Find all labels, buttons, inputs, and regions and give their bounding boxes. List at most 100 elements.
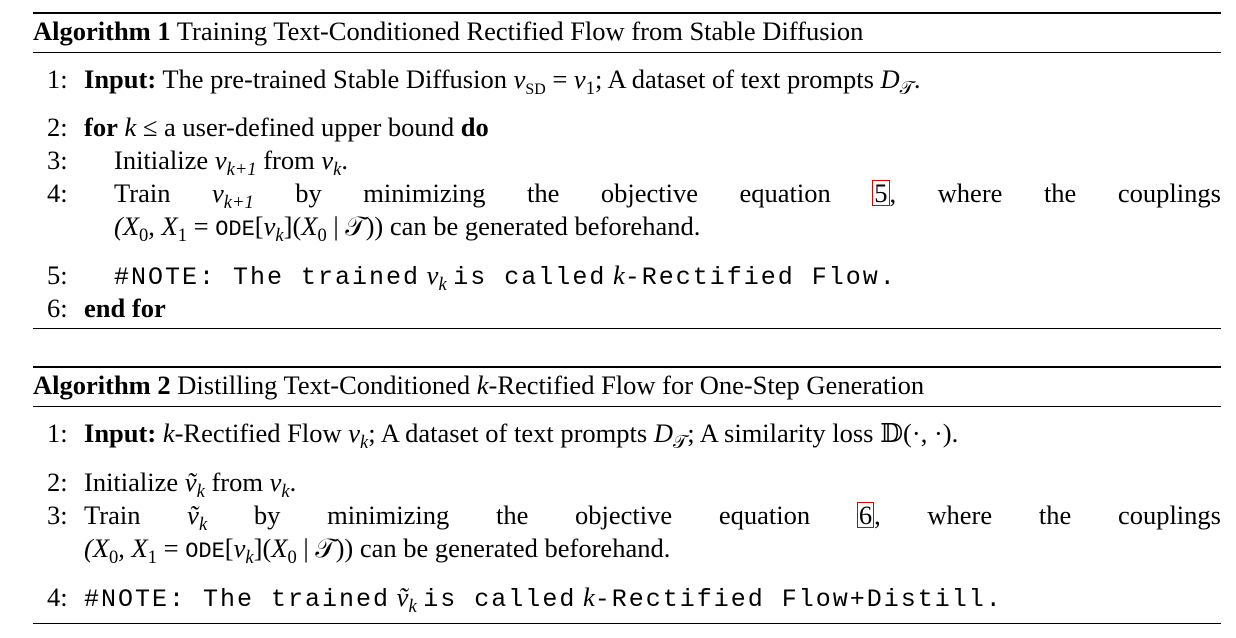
math-sub: 1 — [585, 78, 595, 99]
line-body: #NOTE: The trained vk is called k-Rectif… — [114, 258, 1221, 295]
line-body: Train ṽk by minimizing the objective equ… — [84, 498, 1221, 535]
line-number: 5: — [47, 260, 68, 290]
word: equation — [718, 500, 811, 530]
top-rule — [33, 12, 1221, 14]
math-vtilde: ṽ — [396, 582, 409, 612]
line-text: The pre-trained Stable Diffusion — [162, 64, 507, 94]
line-text: ; A similarity loss — [687, 418, 874, 448]
word: where — [927, 500, 993, 530]
math-sub: k — [438, 274, 447, 295]
note-text: #NOTE: The trained — [84, 585, 391, 614]
line-number: 1: — [47, 418, 68, 448]
caption-text: -Rectified Flow for One-Step Generation — [488, 370, 925, 400]
math-sub: k — [281, 481, 290, 502]
punct: . — [341, 145, 348, 175]
math-v: v — [321, 145, 334, 175]
line-text: Initialize — [114, 145, 209, 175]
caption-text: Distilling Text-Conditioned — [177, 370, 471, 400]
equation-ref-link[interactable]: 6, — [856, 500, 881, 530]
math-v: v — [348, 418, 361, 448]
math-vtilde: ṽ — [184, 467, 197, 497]
equation-ref-link[interactable]: 5, — [872, 178, 897, 208]
punct: . — [913, 64, 921, 94]
line-body: (X0, X1 = ODE[vk](X0 | 𝒯)) can be genera… — [84, 533, 671, 568]
caption-rule — [33, 52, 1221, 53]
line-text: -Rectified Flow — [174, 418, 342, 448]
ref-box[interactable]: 5 — [872, 178, 890, 208]
word: where — [937, 178, 1003, 208]
word: Train — [84, 500, 141, 530]
math-k: k — [162, 418, 175, 448]
line-body: for k ≤ a user-defined upper bound do — [84, 110, 1221, 144]
line-number: 3: — [47, 145, 68, 175]
math-v: v — [214, 145, 227, 175]
caption-rule — [33, 406, 1221, 407]
math-v: v — [269, 467, 282, 497]
line-body: end for — [84, 291, 1221, 325]
bottom-rule — [33, 328, 1221, 329]
note-text: is called — [453, 263, 607, 292]
algorithm-1: Algorithm 1 Training Text-Conditioned Re… — [33, 12, 1221, 332]
caption-label: Algorithm 2 — [33, 370, 171, 400]
word: equation — [739, 178, 831, 208]
line-body: Input: k-Rectified Flow vk; A dataset of… — [84, 416, 1221, 453]
word: couplings — [1117, 178, 1221, 208]
math-k: k — [582, 582, 595, 612]
math-eq: = — [552, 64, 568, 94]
algorithm-2-caption: Algorithm 2 Distilling Text-Conditioned … — [33, 368, 924, 402]
line-text: ; A dataset of text prompts — [594, 64, 874, 94]
line-text: from — [263, 145, 315, 175]
math-vtilde-k: ṽk — [187, 500, 208, 535]
word: the — [495, 500, 529, 530]
keyword-do: do — [460, 112, 489, 142]
math-D: D — [653, 418, 673, 448]
line-number: 3: — [47, 500, 68, 530]
note-text: -Rectified Flow+Distill. — [594, 585, 1003, 614]
line-body: Initialize ṽk from vk. — [84, 465, 1221, 502]
word: couplings — [1117, 500, 1221, 530]
line-number: 4: — [47, 582, 68, 612]
word: the — [1038, 500, 1072, 530]
word: the — [1043, 178, 1077, 208]
ref-box[interactable]: 6 — [856, 500, 875, 530]
line-text: Initialize — [84, 467, 179, 497]
math-sub: k — [408, 596, 417, 617]
justified-line: Train vk+1 by minimizing the objective e… — [114, 176, 1221, 213]
line-number: 2: — [47, 112, 68, 142]
word: by — [295, 178, 322, 208]
math-v-k1: vk+1 — [211, 178, 254, 213]
note-text: #NOTE: The trained — [114, 263, 421, 292]
top-rule — [33, 366, 1221, 368]
math-v: v — [573, 64, 586, 94]
math-sub: k — [333, 159, 342, 180]
line-body: (X0, X1 = ODE[vk](X0 | 𝒯)) can be genera… — [114, 211, 701, 246]
line-number: 6: — [47, 293, 68, 323]
keyword-end-for: end for — [84, 293, 166, 323]
math-sub: k — [196, 481, 205, 502]
line-body: #NOTE: The trained ṽk is called k-Rectif… — [84, 580, 1221, 617]
line-text: from — [211, 467, 263, 497]
math-v: v — [513, 64, 526, 94]
word: minimizing — [327, 500, 450, 530]
input-label: Input: — [84, 64, 157, 94]
math-sub: k — [360, 432, 369, 453]
line-body: Train vk+1 by minimizing the objective e… — [114, 176, 1221, 213]
line-number: 1: — [47, 64, 68, 94]
line-number: 4: — [47, 178, 68, 208]
caption-label: Algorithm 1 — [33, 16, 171, 46]
bottom-rule — [33, 623, 1221, 624]
line-text: ; A dataset of text prompts — [368, 418, 648, 448]
math-sub: SD — [525, 81, 546, 98]
math-le: ≤ — [142, 112, 158, 142]
note-text: is called — [423, 585, 577, 614]
line-body: Initialize vk+1 from vk. — [114, 143, 1221, 180]
punct: . — [289, 467, 297, 497]
justified-line: Train ṽk by minimizing the objective equ… — [84, 498, 1221, 535]
word: objective — [575, 500, 673, 530]
math-sub: 𝒯 — [672, 432, 688, 453]
math-k: k — [476, 370, 489, 400]
math-similarity: 𝔻(·, ·). — [880, 418, 959, 448]
ode-operator: ODE — [215, 217, 255, 242]
line-number: 2: — [47, 467, 68, 497]
line-text: can be generated beforehand. — [359, 533, 671, 563]
